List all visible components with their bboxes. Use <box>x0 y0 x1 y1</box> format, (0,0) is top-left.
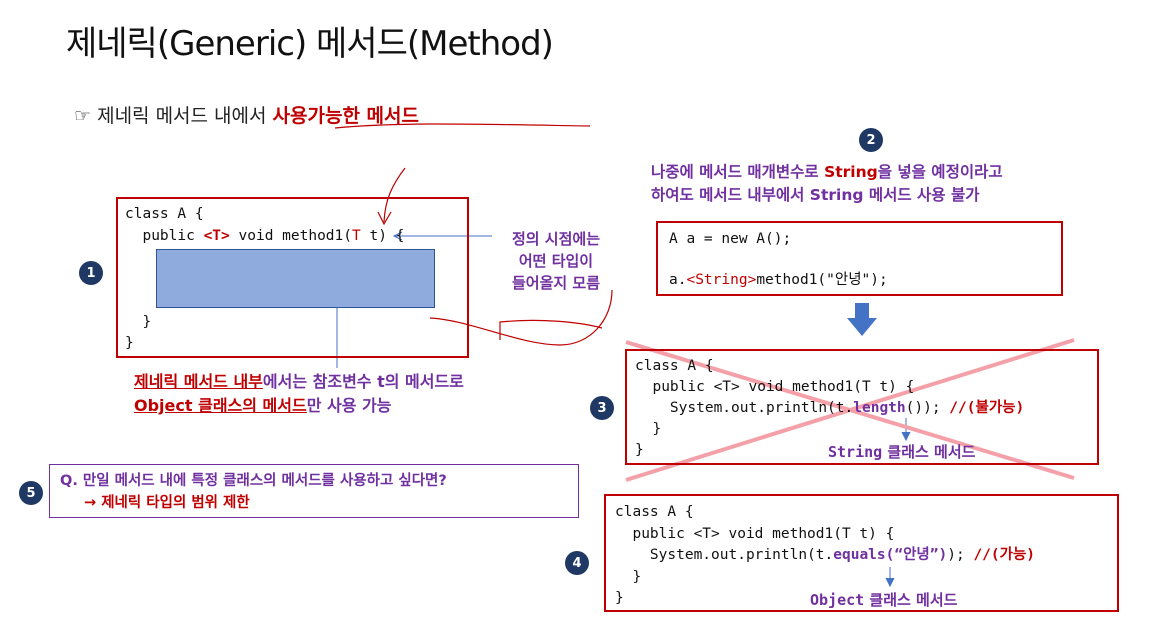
code-box-3-line-3: System.out.println(t.length()); //(불가능) <box>635 398 1024 420</box>
caption-text: 클래스 메서드 <box>882 443 976 461</box>
code-box-4-line-3: System.out.println(t.equals(“안녕”)); //(가… <box>615 545 1035 567</box>
code-box-4-line-4: } <box>615 569 642 585</box>
inner-note-hl-1: 제네릭 메서드 내부 <box>134 372 263 391</box>
code-box-3-line-4: } <box>635 421 662 437</box>
badge-2: 2 <box>859 128 883 152</box>
caption-text: 클래스 메서드 <box>864 591 958 609</box>
definition-note-line: 정의 시점에는 <box>511 230 601 248</box>
inner-note-text: 만 사용 가능 <box>306 396 392 415</box>
code-box-4-line-1: class A { <box>615 504 694 520</box>
note-2: 나중에 메서드 매개변수로 String을 넣을 예정이라고 하여도 메서드 내… <box>651 161 1003 207</box>
code-box-4: class A { public <T> void method1(T t) {… <box>604 494 1119 612</box>
inner-note-text: 에서는 참조변수 t의 메서드로 <box>262 372 464 391</box>
question-line-2: → 제네릭 타입의 범위 제한 <box>84 495 250 511</box>
note-2-text: 나중에 메서드 매개변수로 <box>651 163 825 181</box>
code-box-4-caption: Object 클래스 메서드 <box>810 589 957 611</box>
code-box-1-line-3: } <box>125 314 152 330</box>
down-arrow-icon <box>847 303 877 336</box>
code-box-2-line-1: A a = new A(); <box>669 231 792 247</box>
code-text: method1("안녕"); <box>756 272 888 288</box>
code-text: System.out.println(t. <box>615 547 834 563</box>
note-2-line-2: 하여도 메서드 내부에서 String 메서드 사용 불가 <box>651 186 980 204</box>
note-2-text: 을 넣을 예정이라고 <box>877 163 1003 181</box>
badge-3: 3 <box>590 396 614 420</box>
code-text: ()); <box>905 400 950 416</box>
code-box-3: class A { public <T> void method1(T t) {… <box>625 349 1099 465</box>
code-box-2: A a = new A(); a.<String>method1("안녕"); <box>656 221 1063 296</box>
definition-note: 정의 시점에는 어떤 타입이 들어올지 모름 <box>494 228 618 294</box>
code-text: public <box>125 228 204 244</box>
note-2-hl: String <box>824 163 878 181</box>
code-text: ); <box>947 547 974 563</box>
pencil-arrowhead-stroke <box>377 211 392 226</box>
code-comment: //(가능) <box>973 547 1036 563</box>
caption-class: Object <box>810 591 865 609</box>
type-arg: <String> <box>686 272 757 288</box>
scribble-word-stroke <box>499 319 603 340</box>
definition-note-line: 어떤 타입이 <box>518 252 594 270</box>
page-title: 제네릭(Generic) 메서드(Method) <box>66 24 554 64</box>
caption-class: String <box>828 443 883 461</box>
code-box-1-line-1: class A { <box>125 206 204 222</box>
subtitle-text: 제네릭 메서드 내에서 <box>97 105 267 127</box>
code-box-2-line-2: a.<String>method1("안녕"); <box>669 270 888 292</box>
pencil-arrow-stroke <box>383 167 406 223</box>
badge-1: 1 <box>79 261 103 285</box>
subtitle-highlight: 사용가능한 메서드 <box>272 105 420 127</box>
question-line-1: Q. 만일 메서드 내에 특정 클래스의 메서드를 사용하고 싶다면? <box>60 473 447 489</box>
code-text: t) { <box>360 228 405 244</box>
code-box-3-line-5: } <box>635 442 644 458</box>
subtitle: ☞ 제네릭 메서드 내에서 사용가능한 메서드 <box>74 101 419 128</box>
code-box-4-line-5: } <box>615 590 624 606</box>
code-box-3-line-1: class A { <box>635 358 714 374</box>
code-text: void method1( <box>229 228 353 244</box>
method-name: length <box>853 400 906 416</box>
code-box-1-line-4: } <box>125 335 134 351</box>
code-text: a. <box>669 272 687 288</box>
code-comment: //(불가능) <box>949 400 1025 416</box>
method-body-block <box>156 249 435 308</box>
badge-4: 4 <box>565 551 589 575</box>
inner-note-hl-2: Object 클래스의 메서드 <box>134 396 307 415</box>
code-box-4-line-2: public <T> void method1(T t) { <box>615 526 895 542</box>
type-param-T: T <box>352 228 361 244</box>
definition-note-line: 들어올지 모름 <box>511 274 601 292</box>
code-box-1-line-2: public <T> void method1(T t) { <box>125 226 404 248</box>
subtitle-underline-stroke <box>334 123 591 129</box>
pointing-hand-icon: ☞ <box>74 105 92 127</box>
code-box-1: class A { public <T> void method1(T t) {… <box>116 197 469 358</box>
badge-5: 5 <box>19 481 43 505</box>
code-box-3-line-2: public <T> void method1(T t) { <box>635 379 915 395</box>
code-box-3-caption: String 클래스 메서드 <box>828 441 975 463</box>
method-name: equals(“안녕”) <box>833 547 948 563</box>
type-param: <T> <box>203 228 230 244</box>
scribble-curve-stroke <box>429 289 613 346</box>
question-box: Q. 만일 메서드 내에 특정 클래스의 메서드를 사용하고 싶다면? → 제네… <box>49 464 579 518</box>
cross-stroke-2 <box>625 338 1075 482</box>
inner-note: 제네릭 메서드 내부에서는 참조변수 t의 메서드로 Object 클래스의 메… <box>134 370 464 418</box>
code-text: System.out.println(t. <box>635 400 854 416</box>
